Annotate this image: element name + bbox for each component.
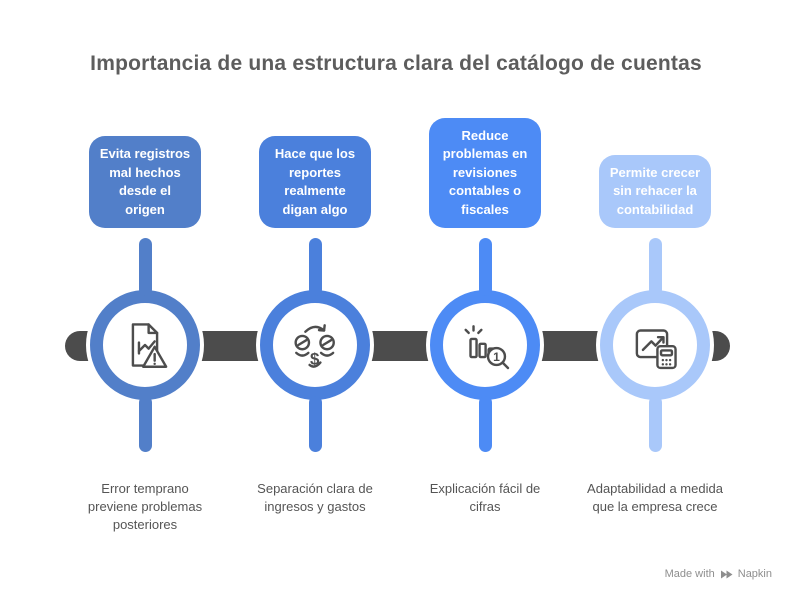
svg-text:$: $ xyxy=(310,349,320,368)
growth-calculator-icon xyxy=(635,329,677,370)
step-circle-2: $ xyxy=(260,290,370,400)
step-box-4-label: Permite crecer sin rehacer la contabilid… xyxy=(609,164,701,217)
step-box-1-label: Evita registros mal hechos desde el orig… xyxy=(99,146,191,217)
connector-stem-top-2 xyxy=(308,238,322,296)
napkin-logo-icon xyxy=(720,570,733,578)
step-caption-1: Error temprano previene problemas poster… xyxy=(87,481,203,532)
step-box-4: Permite crecer sin rehacer la contabilid… xyxy=(599,154,711,228)
made-with-napkin-credit: Made with Napkin xyxy=(665,568,772,580)
step-box-2: Hace que los reportes realmente digan al… xyxy=(259,136,371,228)
connector-stem-bottom-3 xyxy=(478,396,492,452)
document-warning-icon xyxy=(131,323,168,368)
brand-label: Napkin xyxy=(737,568,772,580)
connector-stem-bottom-4 xyxy=(648,396,662,452)
connector-stem-bottom-1 xyxy=(138,396,152,452)
svg-text:1: 1 xyxy=(493,350,500,364)
bar-chart-magnifier-icon: 1 xyxy=(464,325,510,370)
page-title: Importancia de una estructura clara del … xyxy=(90,52,702,75)
step-caption-2: Separación clara de ingresos y gastos xyxy=(257,481,373,514)
step-circle-4 xyxy=(600,290,710,400)
connector-stem-top-3 xyxy=(478,238,492,296)
step-box-2-label: Hace que los reportes realmente digan al… xyxy=(274,146,356,217)
step-circle-3: 1 xyxy=(430,290,540,400)
connector-stem-top-4 xyxy=(648,238,662,296)
money-flow-icon: $ xyxy=(294,324,335,368)
step-caption-3: Explicación fácil de cifras xyxy=(429,481,541,514)
step-box-1: Evita registros mal hechos desde el orig… xyxy=(89,136,201,228)
connector-stem-bottom-2 xyxy=(308,396,322,452)
step-circle-1 xyxy=(90,290,200,400)
connector-stem-top-1 xyxy=(138,238,152,296)
step-box-3-label: Reduce problemas en revisiones contables… xyxy=(442,127,528,217)
step-caption-4: Adaptabilidad a medida que la empresa cr… xyxy=(587,481,723,514)
made-with-label: Made with xyxy=(664,568,715,580)
step-box-3: Reduce problemas en revisiones contables… xyxy=(429,117,541,228)
